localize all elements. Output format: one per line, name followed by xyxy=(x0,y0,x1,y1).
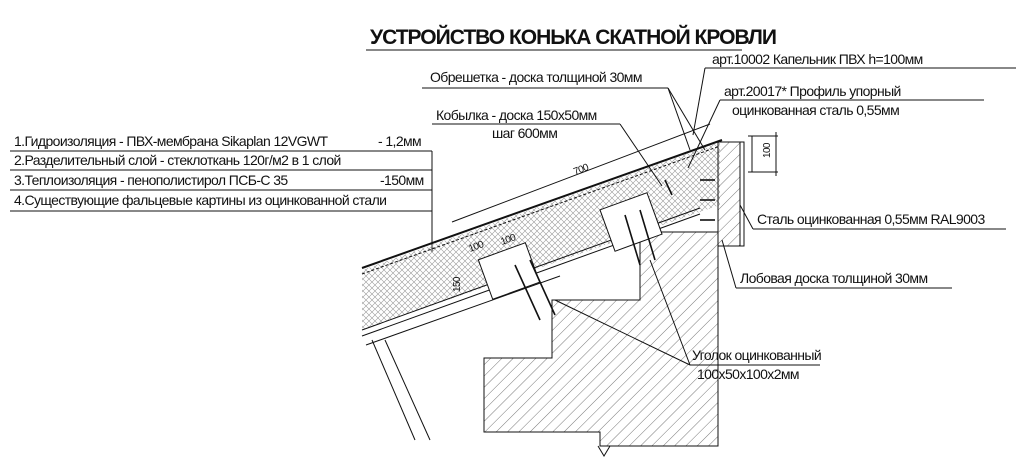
callout-kobylka-step: шаг 600мм xyxy=(492,125,557,141)
dim-bracket-1: 100 xyxy=(499,232,518,248)
drawing-title: УСТРОЙСТВО КОНЬКА СКАТНОЙ КРОВЛИ xyxy=(370,25,776,49)
layer-3-text: 3.Теплоизоляция - пенополистирол ПСБ-С 3… xyxy=(14,172,288,188)
dim-drip-height: 100 xyxy=(762,142,773,158)
callout-kobylka: Кобылка - доска 150x50мм xyxy=(436,107,597,123)
dim-slope-length: 700 xyxy=(572,162,591,178)
membrane-line xyxy=(361,139,723,269)
layer-1-text: 1.Гидроизоляция - ПВХ-мембрана Sikaplan … xyxy=(14,133,328,149)
callout-steel: Сталь оцинкованная 0,55мм RAL9003 xyxy=(757,211,985,227)
layer-2-text: 2.Разделительный слой - стеклоткань 120г… xyxy=(14,152,341,168)
callout-profile-1: арт.20017* Профиль упорный xyxy=(724,83,901,99)
callout-obreshetka: Обрешетка - доска толщиной 30мм xyxy=(430,69,642,85)
callout-lobovaya: Лобовая доска толщиной 30мм xyxy=(740,270,927,286)
callout-kapelnik: арт.10002 Капельник ПВХ h=100мм xyxy=(712,51,923,67)
insulation-layer xyxy=(362,142,720,330)
layer-3-value: -150мм xyxy=(380,172,424,188)
dim-insulation: 150 xyxy=(452,276,463,292)
fascia-board xyxy=(717,141,741,247)
layers-legend: 1.Гидроизоляция - ПВХ-мембрана Sikaplan … xyxy=(10,133,433,252)
layer-1-value: - 1,2мм xyxy=(378,133,421,149)
layer-4-text: 4.Существующие фальцевые картины из оцин… xyxy=(14,192,386,208)
dim-bracket-2: 100 xyxy=(467,239,486,255)
bracket-2 xyxy=(599,192,663,252)
callout-ugolok-1: Уголок оцинкованный xyxy=(692,347,821,363)
callout-ugolok-2: 100x50x100x2мм xyxy=(697,366,799,382)
callout-profile-2: оцинкованная сталь 0,55мм xyxy=(732,102,899,118)
